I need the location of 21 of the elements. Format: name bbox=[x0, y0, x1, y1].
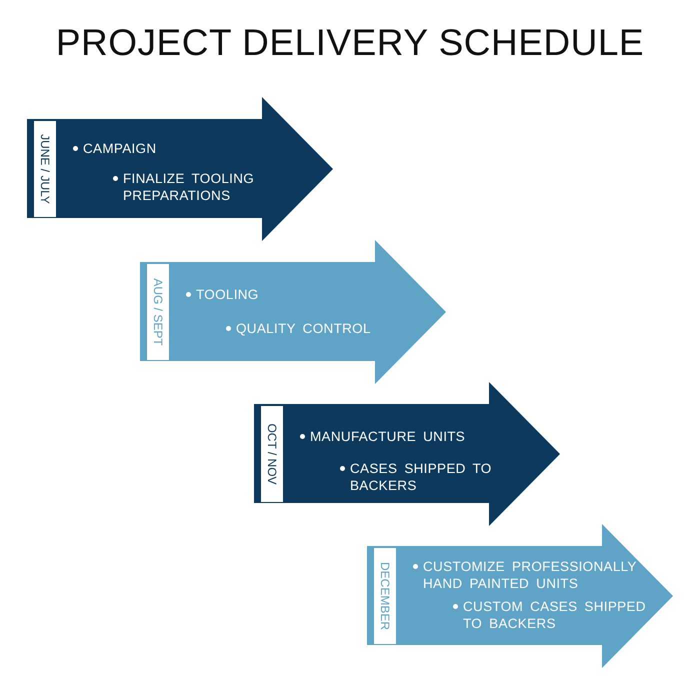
bullet-text: FINALIZE TOOLING PREPARATIONS bbox=[123, 170, 256, 204]
month-tab bbox=[34, 121, 56, 217]
month-label: OCT / NOV bbox=[265, 423, 279, 485]
month-tab bbox=[374, 548, 396, 644]
bullet-text: CASES SHIPPED TO BACKERS bbox=[350, 460, 493, 494]
bullet-text: TOOLING bbox=[196, 286, 260, 303]
bullet-text: QUALITY CONTROL bbox=[236, 320, 372, 337]
month-label: JUNE / JULY bbox=[38, 134, 52, 204]
month-label: DECEMBER bbox=[378, 562, 392, 630]
arrow-shape bbox=[27, 97, 333, 241]
bullet-text: CAMPAIGN bbox=[83, 140, 158, 157]
arrow-shape bbox=[367, 524, 673, 668]
month-tab bbox=[147, 264, 169, 360]
arrow-shape bbox=[254, 382, 560, 526]
arrow-shape bbox=[140, 240, 446, 384]
bullet-text: MANUFACTURE UNITS bbox=[310, 428, 466, 445]
month-tab bbox=[261, 406, 283, 502]
bullet-text: CUSTOMIZE PROFESSIONALLY HAND PAINTED UNITS bbox=[423, 558, 638, 592]
month-label: AUG / SEPT bbox=[151, 278, 165, 346]
bullet-text: CUSTOM CASES SHIPPED TO BACKERS bbox=[463, 598, 647, 632]
title: PROJECT DELIVERY SCHEDULE bbox=[54, 22, 646, 64]
